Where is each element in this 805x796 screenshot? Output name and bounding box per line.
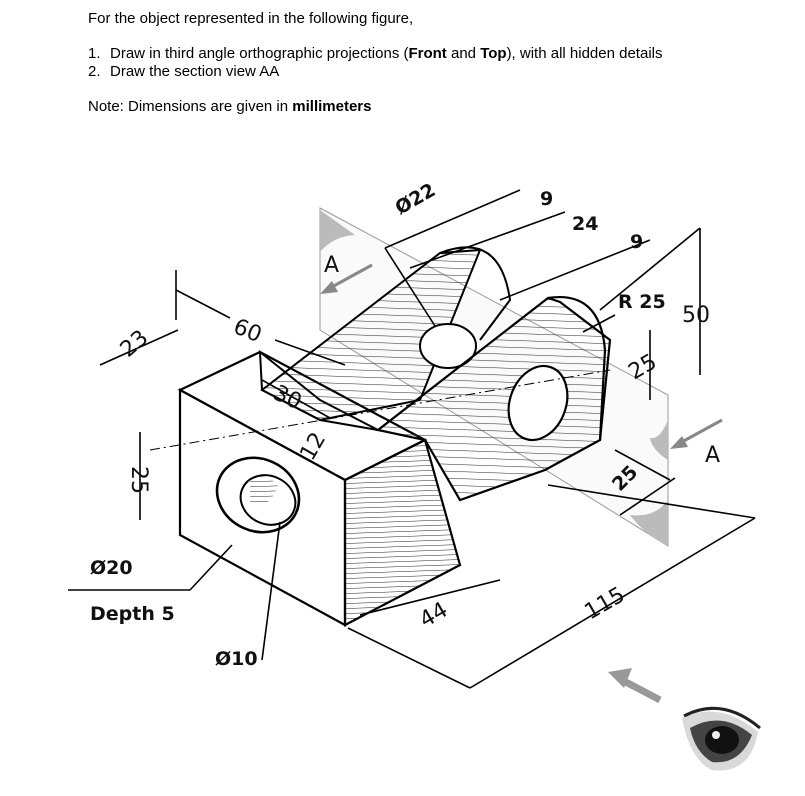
front-lug-hole xyxy=(507,364,569,442)
dim-115: 115 xyxy=(581,583,630,626)
intro-text: For the object represented in the follow… xyxy=(88,10,414,27)
section-marker-right xyxy=(650,420,668,460)
dim-radius-25: R 25 xyxy=(618,291,666,313)
dim-diameter-20: Ø20 xyxy=(90,557,133,579)
dim-23: 23 xyxy=(116,325,154,362)
front-lug-round xyxy=(547,296,607,441)
dim-diameter-22: Ø22 xyxy=(392,179,440,219)
dimension-lines xyxy=(68,189,756,689)
section-label-top: A xyxy=(324,253,339,278)
block-side-face xyxy=(343,438,462,627)
section-marker-bottom xyxy=(630,500,668,546)
bold-front: Front xyxy=(408,45,447,62)
dim-44: 44 xyxy=(416,598,453,634)
item-number: 1. xyxy=(88,45,101,62)
center-line xyxy=(149,369,611,451)
eye-icon xyxy=(682,706,761,771)
section-marker-top xyxy=(320,210,355,252)
instruction-item-2: 2.Draw the section view AA xyxy=(88,63,280,80)
instruction-item-1: 1.Draw in third angle orthographic proje… xyxy=(88,45,663,62)
dim-50: 50 xyxy=(682,303,710,328)
back-lug-hole xyxy=(419,323,477,369)
item-number: 2. xyxy=(88,63,101,80)
dim-diameter-10: Ø10 xyxy=(215,648,258,670)
dim-9-bottom: 9 xyxy=(630,231,643,253)
dim-depth-5: Depth 5 xyxy=(90,603,175,625)
bold-top: Top xyxy=(480,45,507,62)
section-arrow-right-icon xyxy=(670,418,723,449)
section-arrow-top-icon xyxy=(320,263,373,294)
dim-9-top: 9 xyxy=(540,188,553,210)
note-text: Note: Dimensions are given in millimeter… xyxy=(88,98,372,115)
dim-60: 60 xyxy=(230,314,265,348)
dim-24: 24 xyxy=(572,213,598,235)
dim-25-left: 25 xyxy=(126,466,151,494)
bold-millimeters: millimeters xyxy=(292,98,372,115)
section-label-right: A xyxy=(705,443,720,468)
counterbore-shading xyxy=(250,476,278,506)
view-direction-arrow-icon xyxy=(608,668,662,704)
